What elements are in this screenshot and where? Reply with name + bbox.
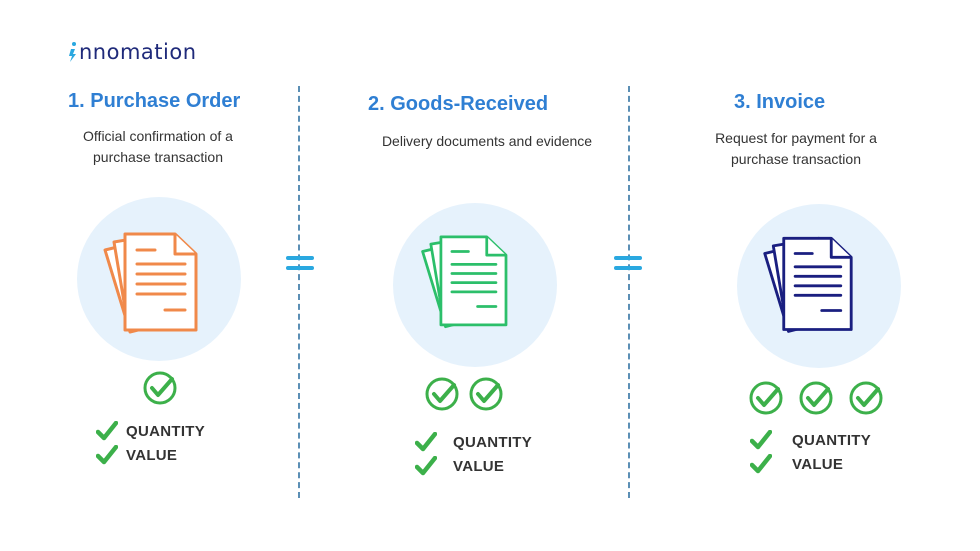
navy-document-stack-icon	[763, 236, 853, 333]
check-mark-icon	[750, 454, 772, 474]
column-description: Delivery documents and evidence	[381, 133, 593, 149]
criteria-quantity: QUANTITY	[750, 430, 871, 450]
equals-icon	[286, 256, 314, 276]
column-title: 1. Purchase Order	[68, 90, 241, 112]
check-mark-icon	[96, 421, 118, 441]
check-circle-icon	[425, 377, 459, 411]
lightning-bolt-i-icon	[69, 42, 76, 62]
equals-icon	[614, 256, 642, 276]
innomation-logo: nnomation	[68, 38, 197, 66]
check-circle-icon	[143, 371, 177, 405]
criteria-value: VALUE	[750, 454, 843, 474]
check-mark-icon	[415, 432, 437, 452]
check-circle-icon	[469, 377, 503, 411]
check-mark-icon	[96, 445, 118, 465]
orange-document-stack-icon	[103, 232, 198, 334]
divider-left	[298, 86, 300, 498]
brand-name: nnomation	[79, 40, 197, 64]
criteria-value: VALUE	[96, 445, 177, 465]
check-circle-icon	[849, 381, 883, 415]
check-circle-icon	[799, 381, 833, 415]
divider-right	[628, 86, 630, 498]
criteria-quantity: QUANTITY	[96, 421, 205, 441]
column-title: 3. Invoice	[734, 91, 826, 113]
column-title: 2. Goods-Received	[368, 93, 549, 115]
check-circle-icon	[749, 381, 783, 415]
check-mark-icon	[750, 430, 772, 450]
criteria-value: VALUE	[415, 456, 504, 476]
green-document-stack-icon	[421, 235, 508, 329]
criteria-quantity: QUANTITY	[415, 432, 532, 452]
check-mark-icon	[415, 456, 437, 476]
